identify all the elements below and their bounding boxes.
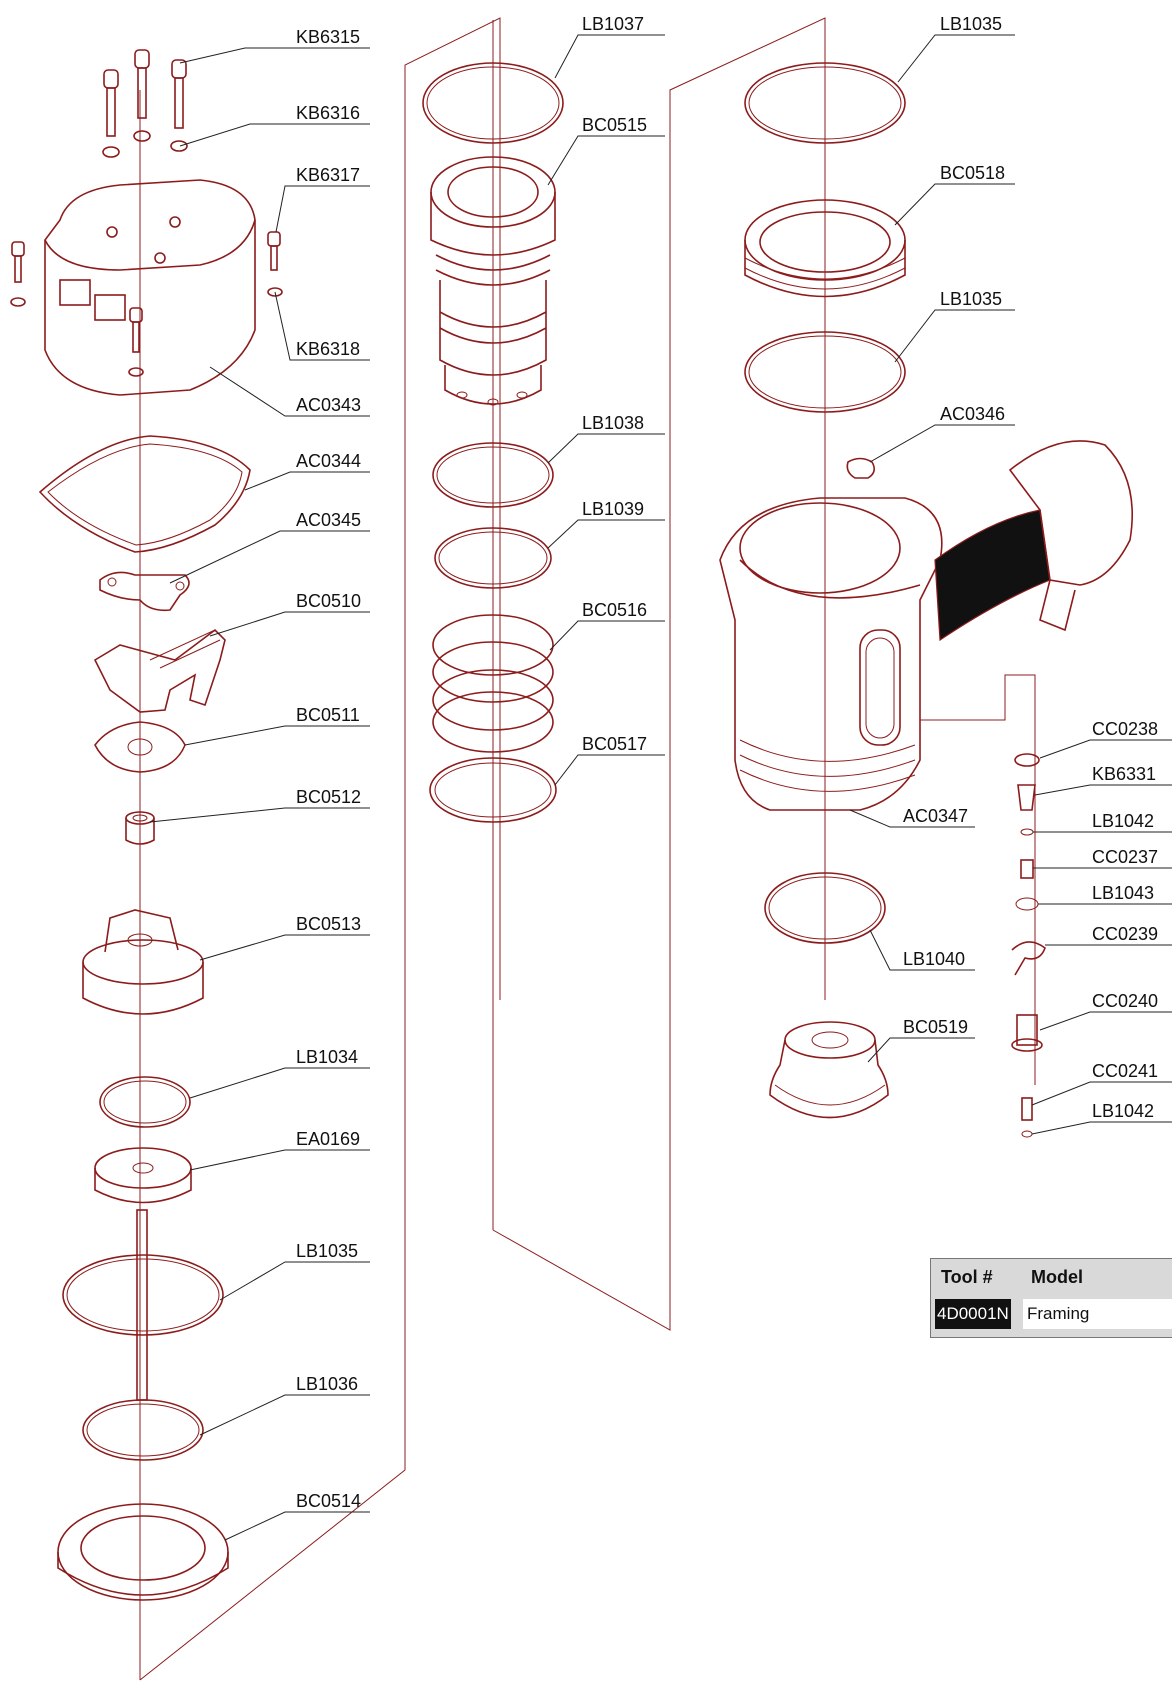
lb1039-oring <box>434 527 552 589</box>
label-ac0343: AC0343 <box>296 395 361 415</box>
bc0518-ring <box>744 199 906 298</box>
label-bc0517: BC0517 <box>582 734 647 754</box>
label-cc0238: CC0238 <box>1092 719 1158 739</box>
bc0513-head-valve <box>82 909 204 1015</box>
label-ea0169: EA0169 <box>296 1129 360 1149</box>
bc0510-lever <box>93 628 226 713</box>
kb6317-screws <box>10 231 283 377</box>
label-ac0346: AC0346 <box>940 404 1005 424</box>
ac0343-cap <box>44 179 256 396</box>
callout-labels: KB6315 KB6316 KB6317 KB6318 AC0343 AC034… <box>296 14 1158 1511</box>
label-kb6316: KB6316 <box>296 103 360 123</box>
bc0514-ring <box>57 1503 229 1601</box>
label-bc0519: BC0519 <box>903 1017 968 1037</box>
right-assembly-column <box>719 20 1133 1138</box>
label-lb1040: LB1040 <box>903 949 965 969</box>
label-lb1036: LB1036 <box>296 1374 358 1394</box>
label-bc0516: BC0516 <box>582 600 647 620</box>
label-bc0518: BC0518 <box>940 163 1005 183</box>
header-tool-number: Tool # <box>941 1267 993 1287</box>
bc0516-spring <box>432 614 554 753</box>
left-assembly-column <box>10 17 501 1681</box>
label-cc0239: CC0239 <box>1092 924 1158 944</box>
model-cell: Framing <box>1023 1299 1172 1329</box>
label-lb1037: LB1037 <box>582 14 644 34</box>
lb1036-oring <box>82 1399 204 1461</box>
tool-number-cell: 4D0001N <box>935 1299 1011 1329</box>
label-kb6315: KB6315 <box>296 27 360 47</box>
lb1038-oring <box>432 442 554 508</box>
header-model: Model <box>1031 1267 1083 1287</box>
label-lb1038: LB1038 <box>582 413 644 433</box>
label-cc0237: CC0237 <box>1092 847 1158 867</box>
ea0169-piston <box>94 1147 192 1401</box>
label-bc0510: BC0510 <box>296 591 361 611</box>
bc0512-bushing <box>125 811 155 845</box>
label-cc0241: CC0241 <box>1092 1061 1158 1081</box>
label-bc0513: BC0513 <box>296 914 361 934</box>
trigger-valve-parts <box>1011 753 1046 1138</box>
label-kb6318: KB6318 <box>296 339 360 359</box>
label-lb1035-left: LB1035 <box>296 1241 358 1261</box>
label-ac0344: AC0344 <box>296 451 361 471</box>
tool-info-table: Tool # Model 4D0001N Framing <box>930 1258 1172 1338</box>
bc0519-nose <box>769 1021 889 1119</box>
label-lb1042-b: LB1042 <box>1092 1101 1154 1121</box>
ac0347-body <box>719 440 1133 811</box>
label-cc0240: CC0240 <box>1092 991 1158 1011</box>
lb1034-oring <box>99 1076 191 1128</box>
label-lb1043: LB1043 <box>1092 883 1154 903</box>
bc0515-cylinder <box>430 156 556 406</box>
bc0517-ring <box>429 757 557 823</box>
kb6315-screws <box>102 49 188 158</box>
ac0346-clip <box>846 457 876 479</box>
label-bc0514: BC0514 <box>296 1491 361 1511</box>
label-ac0347: AC0347 <box>903 806 968 826</box>
leader-lines <box>149 34 1172 1541</box>
label-kb6317: KB6317 <box>296 165 360 185</box>
ac0344-gasket <box>38 435 251 553</box>
label-lb1034: LB1034 <box>296 1047 358 1067</box>
label-bc0512: BC0512 <box>296 787 361 807</box>
label-lb1035-mid: LB1035 <box>940 289 1002 309</box>
label-bc0511: BC0511 <box>296 705 360 725</box>
lb1040-oring <box>764 872 886 944</box>
lb1035-mid-oring <box>744 331 906 413</box>
lb1037-oring <box>422 62 564 144</box>
ac0345-plate <box>99 571 190 612</box>
lb1035-top-oring <box>744 62 906 144</box>
middle-assembly-column <box>422 17 826 1331</box>
label-lb1035-top: LB1035 <box>940 14 1002 34</box>
label-lb1039: LB1039 <box>582 499 644 519</box>
label-ac0345: AC0345 <box>296 510 361 530</box>
label-lb1042-a: LB1042 <box>1092 811 1154 831</box>
label-bc0515: BC0515 <box>582 115 647 135</box>
lb1035-left-oring <box>62 1254 224 1336</box>
label-kb6331: KB6331 <box>1092 764 1156 784</box>
